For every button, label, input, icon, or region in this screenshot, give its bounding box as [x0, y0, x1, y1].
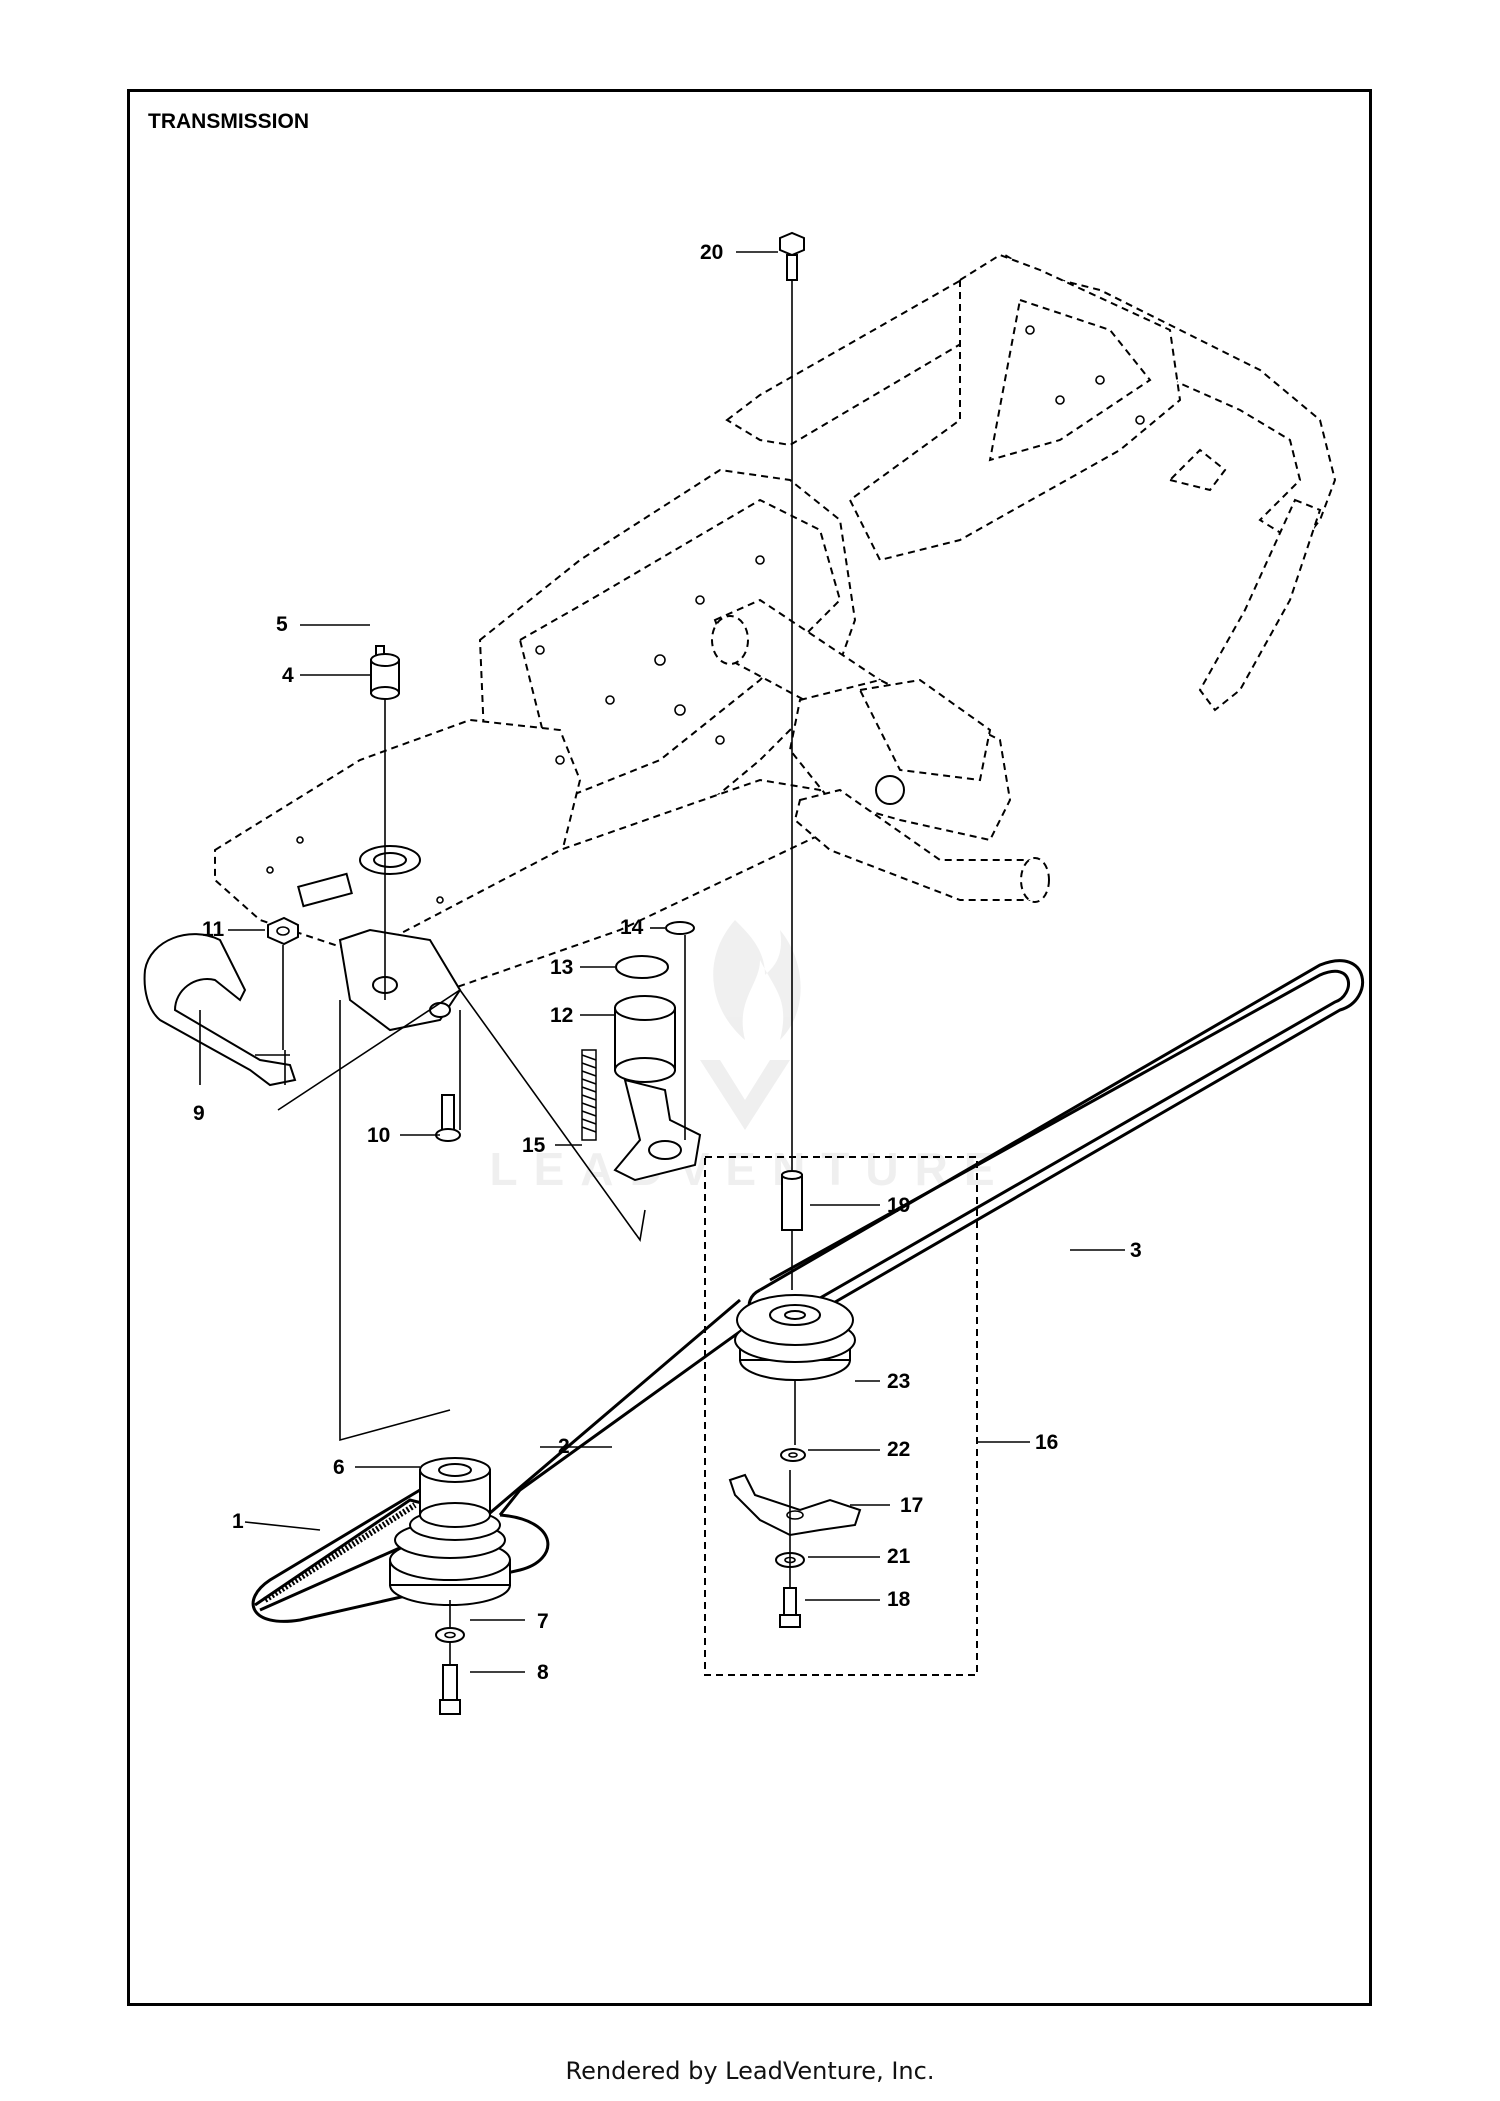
diagram-frame	[127, 89, 1372, 2006]
callout-11: 11	[202, 918, 225, 941]
drive-pulley	[389, 1457, 511, 1715]
callout-leaders	[199, 251, 1125, 1673]
callout-10: 10	[367, 1124, 390, 1147]
callout-16: 16	[1035, 1431, 1058, 1454]
callout-7: 7	[537, 1610, 549, 1633]
callout-3: 3	[1130, 1239, 1142, 1262]
callout-12: 12	[550, 1004, 573, 1027]
callout-9: 9	[193, 1102, 205, 1125]
diagram-title: TRANSMISSION	[148, 110, 310, 133]
idler-pulley-assembly	[704, 231, 978, 1676]
callout-18: 18	[887, 1588, 911, 1611]
callout-1: 1	[232, 1510, 244, 1533]
callout-21: 21	[887, 1545, 911, 1568]
callout-14: 14	[620, 916, 644, 939]
idler-bracket-assembly	[143, 695, 702, 1442]
callout-labels: 1 2 3 4 5 6 7 8 9 10 11 12 13 14 15 16 1…	[193, 241, 1142, 1684]
callout-15: 15	[522, 1134, 546, 1157]
footer-credit: Rendered by LeadVenture, Inc.	[565, 2057, 935, 2085]
watermark: LEADVENTURE	[489, 920, 1010, 1195]
callout-23: 23	[887, 1370, 910, 1393]
chassis-frame	[214, 253, 1337, 1002]
callout-19: 19	[887, 1194, 910, 1217]
callout-20: 20	[700, 241, 723, 264]
callout-5: 5	[276, 613, 288, 636]
callout-22: 22	[887, 1438, 910, 1461]
watermark-text: LEADVENTURE	[489, 1143, 1010, 1195]
callout-4: 4	[282, 664, 294, 687]
callout-6: 6	[333, 1456, 345, 1479]
callout-13: 13	[550, 956, 573, 979]
spring	[581, 1049, 597, 1141]
callout-8: 8	[537, 1661, 549, 1684]
bushing-and-key	[370, 645, 400, 700]
callout-2: 2	[558, 1435, 570, 1458]
callout-17: 17	[900, 1494, 923, 1517]
